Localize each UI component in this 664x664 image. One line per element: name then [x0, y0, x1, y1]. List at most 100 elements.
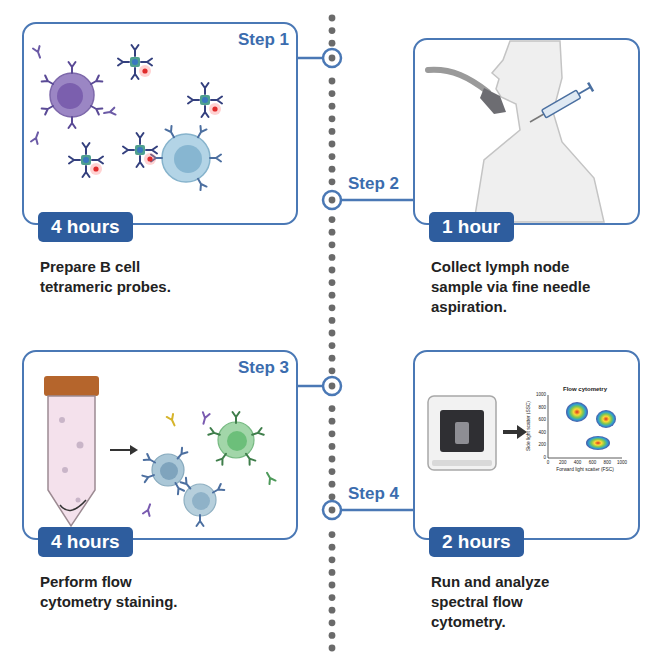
step-description: Collect lymph node sample via fine needl… [431, 257, 591, 317]
tick-label: 400 [574, 460, 582, 465]
tick-label: 200 [538, 443, 546, 448]
duration-badge: 4 hours [38, 212, 133, 242]
b-cell-illustration [31, 45, 222, 190]
aspiration-illustration [428, 41, 604, 222]
cytometer-illustration [428, 396, 496, 470]
timeline-dot [329, 90, 336, 97]
b-cell-illustration [188, 83, 222, 117]
timeline-dot [329, 197, 336, 204]
timeline-dot [329, 443, 336, 450]
staining-illustration [175, 448, 187, 461]
aspiration-illustration [542, 90, 581, 118]
staining-illustration [59, 417, 65, 423]
staining-illustration [77, 442, 84, 449]
timeline-dot [329, 507, 336, 514]
tick-label: 1000 [617, 460, 627, 465]
staining-illustration [243, 452, 255, 465]
timeline-dot [329, 632, 336, 639]
staining-illustration [160, 462, 178, 480]
staining-illustration [251, 428, 264, 438]
timeline-dot [329, 367, 336, 374]
scatter-plot [566, 402, 588, 422]
staining-illustration [233, 412, 240, 423]
scatter-plot [596, 410, 616, 428]
staining-illustration [62, 467, 68, 473]
timeline-dot [329, 405, 336, 412]
step-label: Step 1 [236, 30, 291, 50]
duration-text: 4 hours [39, 213, 132, 241]
staining-illustration [192, 492, 210, 510]
timeline-dot [329, 355, 336, 362]
timeline-dot [329, 279, 336, 286]
tick-label: 0 [543, 456, 546, 461]
tick-label: 0 [547, 460, 550, 465]
staining-illustration [211, 484, 224, 496]
timeline-dot [329, 430, 336, 437]
timeline-marker [323, 377, 341, 395]
staining-illustration [60, 500, 86, 510]
timeline-dot [329, 115, 336, 122]
timeline-dot [329, 456, 336, 463]
b-cell-illustration [89, 103, 102, 115]
step-label: Step 2 [346, 174, 401, 194]
timeline-dot [329, 619, 336, 626]
aspiration-illustration [578, 87, 590, 94]
staining-illustration [44, 376, 99, 396]
staining-illustration [143, 503, 153, 516]
axis-title: Forward light scatter (FSC) [556, 468, 614, 473]
cytometer-illustration [440, 410, 484, 452]
staining-illustration [144, 454, 157, 466]
timeline-dot [329, 569, 336, 576]
timeline-dot [329, 241, 336, 248]
staining-illustration [208, 428, 221, 438]
aspiration-illustration [528, 83, 594, 127]
timeline-dot [329, 645, 336, 652]
timeline-marker [323, 501, 341, 519]
timeline-dot [329, 55, 336, 62]
b-cell-illustration [57, 83, 83, 109]
scatter-plot [548, 383, 624, 459]
scatter-plot [548, 383, 624, 459]
axis-title: Side light scatter (SSC) [527, 401, 532, 451]
b-cell-illustration [165, 126, 177, 139]
step-description: Prepare B cell tetrameric probes. [40, 257, 200, 297]
b-cell-illustration [162, 134, 210, 182]
staining-illustration [110, 449, 132, 451]
timeline-dot [329, 153, 336, 160]
timeline-dot [329, 166, 336, 173]
timeline-dot [329, 556, 336, 563]
timeline-dot [329, 178, 336, 185]
staining-illustration [152, 454, 184, 486]
tick-label: 1000 [536, 393, 546, 398]
timeline-dot [329, 342, 336, 349]
staining-illustration [218, 422, 254, 458]
staining-illustration [197, 515, 204, 526]
timeline-dot [329, 317, 336, 324]
timeline-dot [329, 267, 336, 274]
staining-illustration [264, 471, 276, 484]
tick-label: 600 [538, 418, 546, 423]
scatter-plot [586, 436, 610, 450]
timeline-dot [329, 78, 336, 85]
timeline-dot [329, 229, 336, 236]
step-description: Perform flow cytometry staining. [40, 572, 200, 612]
staining-illustration [44, 376, 276, 526]
staining-illustration [217, 452, 229, 465]
duration-text: 4 hours [39, 528, 132, 556]
tick-label: 600 [589, 460, 597, 465]
staining-illustration [130, 445, 138, 455]
timeline-dot [329, 103, 336, 110]
b-cell-illustration [103, 108, 115, 117]
step-label: Step 4 [346, 484, 401, 504]
b-cell-illustration [69, 62, 76, 73]
staining-illustration [200, 412, 210, 424]
timeline-dot [329, 383, 336, 390]
timeline-dot [329, 330, 336, 337]
timeline-dot [329, 128, 336, 135]
duration-text: 1 hour [430, 213, 512, 241]
timeline-dot [329, 40, 336, 47]
scatter-plot [548, 458, 622, 459]
b-cell-illustration [195, 126, 207, 139]
